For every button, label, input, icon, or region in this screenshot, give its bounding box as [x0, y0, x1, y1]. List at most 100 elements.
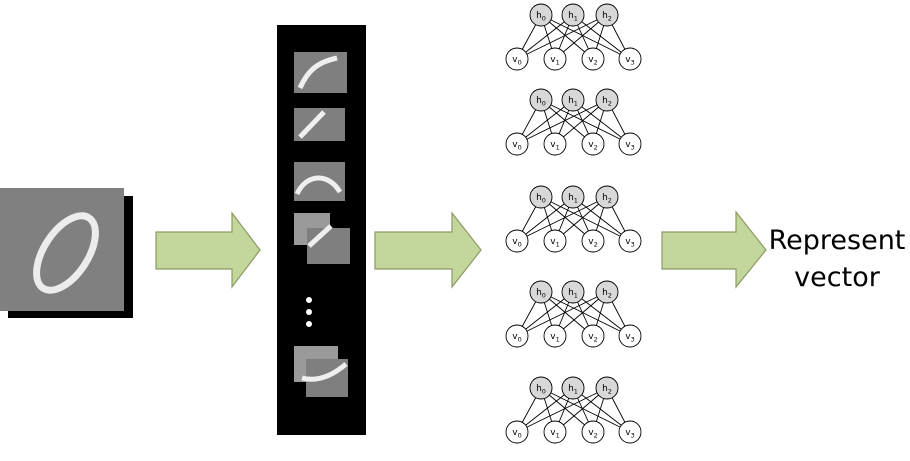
visible-unit [581, 324, 605, 348]
hidden-unit [595, 3, 619, 27]
hidden-unit-label: h2 [602, 384, 612, 396]
visible-unit-label: v1 [550, 140, 559, 152]
patch-last [294, 346, 348, 397]
hidden-unit [529, 88, 553, 112]
visible-unit [618, 229, 642, 253]
represent-vector-label: Represent vector [762, 222, 910, 296]
visible-unit [543, 132, 567, 156]
hidden-unit [529, 185, 553, 209]
visible-unit-label: v2 [588, 55, 597, 67]
hidden-unit [561, 376, 585, 400]
hidden-unit [595, 376, 619, 400]
hidden-unit [529, 3, 553, 27]
rbm-edge [572, 291, 631, 337]
visible-unit-label: v3 [625, 55, 634, 67]
visible-unit [618, 420, 642, 444]
arrow-2 [374, 211, 482, 289]
visible-unit-label: v1 [550, 55, 559, 67]
rbm-edge [540, 196, 631, 242]
visible-unit [505, 420, 529, 444]
hidden-unit [561, 280, 585, 304]
visible-unit-label: v0 [512, 237, 521, 249]
rbm-edge [516, 387, 608, 433]
patch-3 [294, 162, 345, 201]
visible-unit-label: v3 [625, 140, 634, 152]
hidden-unit [595, 88, 619, 112]
visible-unit [543, 47, 567, 71]
visible-unit-label: v1 [550, 428, 559, 440]
visible-unit [581, 132, 605, 156]
visible-unit [505, 132, 529, 156]
rbm-edge [516, 99, 574, 145]
hidden-unit-label: h0 [536, 11, 546, 23]
hidden-unit-label: h1 [568, 11, 578, 23]
rbm-edge [516, 14, 574, 60]
hidden-unit [561, 3, 585, 27]
hidden-unit-label: h2 [602, 96, 612, 108]
hidden-unit [529, 376, 553, 400]
hidden-unit [561, 185, 585, 209]
visible-unit-label: v2 [588, 332, 597, 344]
visible-unit [543, 420, 567, 444]
rbm-edge [540, 291, 631, 337]
hidden-unit-label: h1 [568, 288, 578, 300]
hidden-unit [595, 280, 619, 304]
visible-unit [618, 47, 642, 71]
visible-unit [505, 47, 529, 71]
visible-unit [505, 324, 529, 348]
represent-vector-line1: Represent [768, 225, 906, 256]
hidden-unit-label: h2 [602, 193, 612, 205]
rbm-edge [516, 14, 608, 60]
visible-unit [581, 229, 605, 253]
visible-unit-label: v1 [550, 237, 559, 249]
rbm-edge [572, 196, 631, 242]
hidden-unit-label: h0 [536, 384, 546, 396]
hidden-unit [561, 88, 585, 112]
visible-unit-label: v3 [625, 332, 634, 344]
hidden-unit-label: h2 [602, 288, 612, 300]
visible-unit-label: v0 [512, 140, 521, 152]
visible-unit-label: v0 [512, 428, 521, 440]
hidden-unit-label: h1 [568, 96, 578, 108]
visible-unit [618, 324, 642, 348]
rbm-edge [540, 14, 631, 60]
rbm-edge [540, 99, 631, 145]
ellipsis-dots [306, 297, 312, 327]
represent-vector-line2: vector [794, 262, 880, 293]
hidden-unit-label: h1 [568, 384, 578, 396]
rbm-edge [516, 291, 608, 337]
rbm-edge [516, 196, 574, 242]
visible-unit-label: v3 [625, 237, 634, 249]
rbm-column: h0 h1 h2 v0 v1 v2 v3 h0 h1 h2 v0 v1 v2 v3 h0 h1 h2 v0 v1 v2… [505, 3, 642, 444]
rbm-edge [516, 99, 608, 145]
visible-unit [618, 132, 642, 156]
hidden-unit-label: h1 [568, 193, 578, 205]
visible-unit [581, 47, 605, 71]
rbm-edge [572, 99, 631, 145]
rbm-edge [516, 387, 574, 433]
input-digit-image [0, 188, 133, 318]
visible-unit-label: v3 [625, 428, 634, 440]
hidden-unit-label: h0 [536, 288, 546, 300]
hidden-unit-label: h2 [602, 11, 612, 23]
visible-unit [543, 324, 567, 348]
patch-2 [294, 108, 345, 141]
rbm-block: h0 h1 h2 v0 v1 v2 v3 [505, 376, 642, 444]
hidden-unit [529, 280, 553, 304]
rbm-edge [572, 387, 631, 433]
visible-unit [581, 420, 605, 444]
visible-unit-label: v0 [512, 332, 521, 344]
rbm-edge [572, 14, 631, 60]
visible-unit-label: v2 [588, 428, 597, 440]
hidden-unit-label: h0 [536, 193, 546, 205]
rbm-edge [540, 387, 631, 433]
arrow-1 [155, 211, 261, 289]
patch-1 [294, 52, 347, 93]
hidden-unit [595, 185, 619, 209]
arrow-3 [661, 210, 767, 289]
visible-unit [505, 229, 529, 253]
